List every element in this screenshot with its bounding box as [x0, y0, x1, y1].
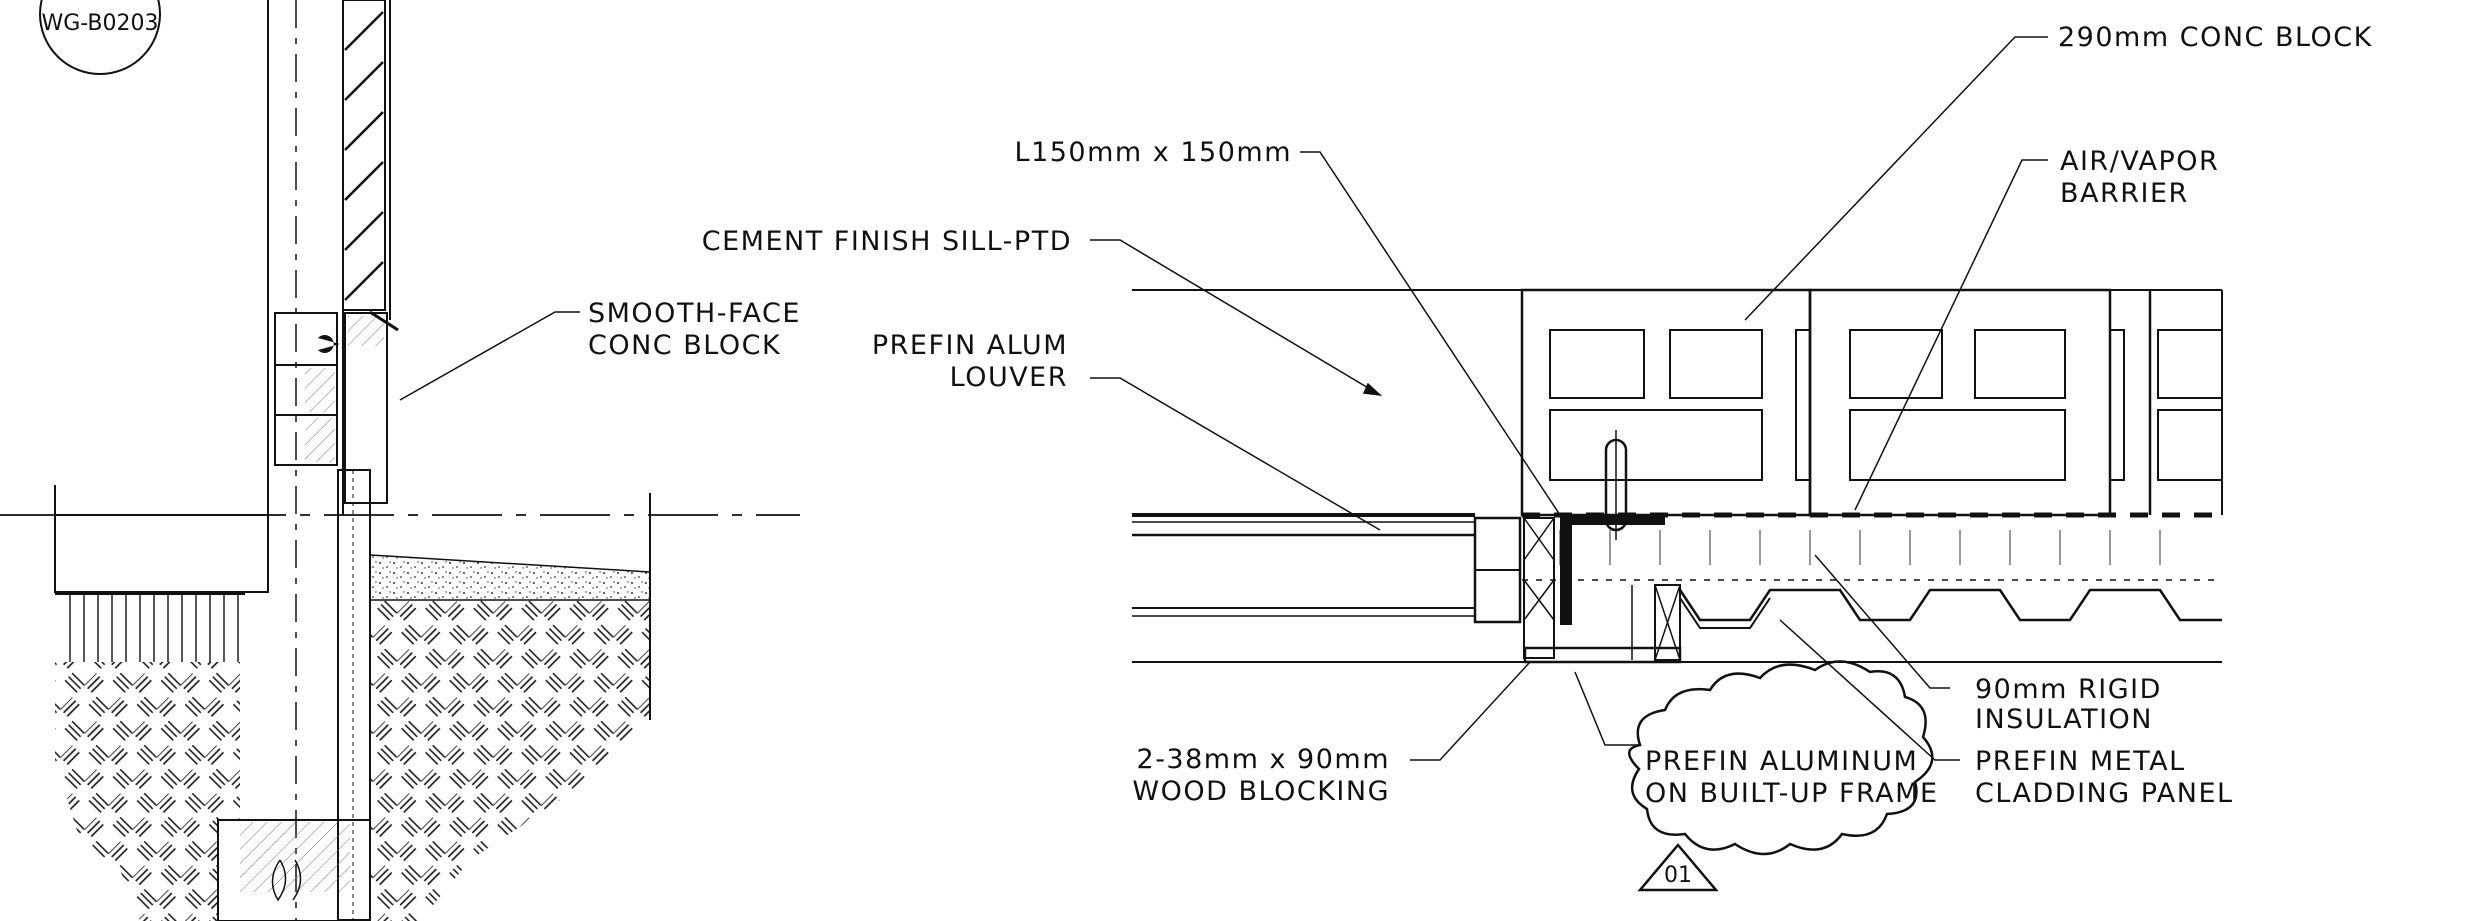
note-prefin-alum-2: ON BUILT-UP FRAME [1645, 778, 1939, 809]
slab-hatch [69, 594, 239, 662]
plan-detail: 01 [1132, 288, 2223, 892]
finish-hatch [344, 11, 384, 301]
note-smooth-face-1: SMOOTH-FACE [588, 298, 801, 329]
note-air-vapor-2: BARRIER [2060, 178, 2189, 209]
note-conc-block: 290mm CONC BLOCK [2058, 22, 2373, 53]
insulation-ticks [1559, 530, 2161, 565]
notes: 290mm CONC BLOCK L150mm x 150mm AIR/VAPO… [588, 22, 2373, 809]
revision-cloud [1628, 660, 1934, 856]
note-rigid-1: 90mm RIGID [1975, 674, 2162, 705]
note-blocking-2: WOOD BLOCKING [1132, 776, 1390, 807]
note-cement-sill: CEMENT FINISH SILL-PTD [702, 226, 1072, 257]
note-blocking-1: 2-38mm x 90mm [1137, 744, 1390, 775]
note-louver-2: LOUVER [950, 362, 1068, 393]
louver [1132, 513, 2222, 663]
revision-tag-text: 01 [1664, 863, 1692, 888]
note-rigid-2: INSULATION [1975, 704, 2153, 735]
note-prefin-alum-1: PREFIN ALUMINUM [1645, 746, 1918, 777]
note-cladding-1: PREFIN METAL [1975, 746, 2186, 777]
conc-block-units [1520, 288, 2223, 540]
revision-triangle [1637, 843, 1719, 892]
detail-tag-text: WG-B0203 [41, 11, 158, 36]
note-angle: L150mm x 150mm [1015, 137, 1292, 168]
detail-tag-circle [39, 0, 161, 75]
wood-blocking [1523, 515, 1682, 664]
wall-section: WG-B0203 [0, 0, 800, 921]
note-cladding-2: CLADDING PANEL [1975, 778, 2234, 809]
note-smooth-face-2: CONC BLOCK [588, 330, 781, 361]
note-louver-1: PREFIN ALUM [872, 330, 1068, 361]
note-air-vapor-1: AIR/VAPOR [2060, 146, 2219, 177]
leader-lines [399, 36, 2048, 761]
